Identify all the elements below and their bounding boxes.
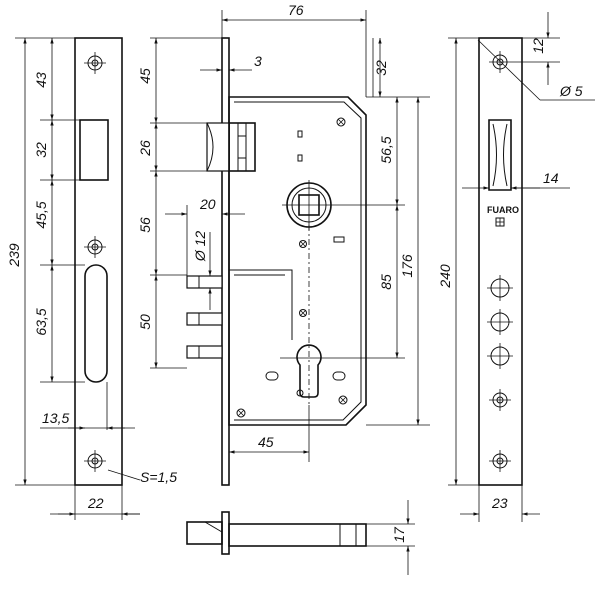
dim-23: 23: [491, 495, 508, 511]
cylinder-cutout: [296, 344, 322, 398]
case-screw-5: [299, 309, 307, 317]
top-view-bolt: [186, 521, 223, 545]
dim-3: 3: [254, 53, 262, 69]
lock-body-view: 76 3 45 26 56 50 20 Ø 12 45: [137, 2, 430, 486]
dim-26: 26: [137, 140, 153, 157]
dim-5-diameter: Ø 5: [559, 83, 583, 99]
strike-plate-view: FUARO 12 Ø 5 14 240: [437, 12, 595, 522]
top-view-faceplate: [221, 511, 230, 555]
dim-12-strike: 12: [530, 38, 546, 54]
front-plate-edge: [221, 37, 230, 486]
case-screw-2: [236, 408, 246, 418]
dim-45-5: 45,5: [33, 201, 49, 228]
deadbolt-pin-3: [186, 345, 223, 359]
case-screw-4: [299, 240, 307, 248]
dim-240: 240: [437, 264, 453, 289]
latch-housing: [228, 122, 256, 172]
case-screw-1: [336, 117, 346, 127]
dim-14: 14: [543, 170, 559, 186]
dim-20: 20: [199, 196, 216, 212]
dim-45-top: 45: [137, 68, 153, 84]
case-screw-3: [338, 395, 348, 405]
strike-bolt-hole-3: [487, 343, 513, 369]
dim-32-left: 32: [33, 142, 49, 158]
deadbolt-pin-1: [186, 275, 223, 289]
dim-12-diameter: Ø 12: [192, 231, 208, 263]
strike-bolt-hole-2: [487, 309, 513, 335]
strike-bolt-hole-1: [487, 275, 513, 301]
dim-17: 17: [391, 526, 407, 543]
lock-top-view: 17: [186, 500, 415, 575]
dim-43: 43: [33, 72, 49, 88]
dim-63-5: 63,5: [33, 308, 49, 335]
dim-176: 176: [399, 254, 415, 278]
dim-85: 85: [378, 274, 394, 290]
deadbolt-slot: [84, 264, 108, 383]
dim-56-5: 56,5: [378, 136, 394, 163]
dim-76: 76: [288, 2, 304, 18]
dim-239: 239: [6, 243, 22, 268]
brand-logo: FUARO: [487, 205, 519, 215]
strike-plate-outline: [478, 37, 523, 486]
latch-window: [79, 119, 109, 181]
top-view-case: [228, 523, 367, 547]
dim-56: 56: [137, 217, 153, 233]
slot-right: [332, 371, 346, 381]
dim-45-bottom: 45: [258, 434, 274, 450]
deadbolt-pin-2: [186, 312, 223, 326]
faceplate-outline: [74, 37, 123, 486]
slot-left: [265, 371, 279, 381]
dim-22: 22: [87, 495, 104, 511]
dim-32-right: 32: [373, 60, 389, 76]
dia5-leader: [477, 39, 541, 101]
dim-50: 50: [137, 314, 153, 330]
thickness-label: S=1,5: [140, 469, 177, 485]
deadbolt-plate: [229, 269, 293, 340]
strike-latch-recess: [488, 119, 512, 191]
dim-13-5: 13,5: [42, 410, 69, 426]
faceplate-front-view: 43 32 45,5 63,5 239 13,5 22 S=1,5: [6, 37, 177, 520]
